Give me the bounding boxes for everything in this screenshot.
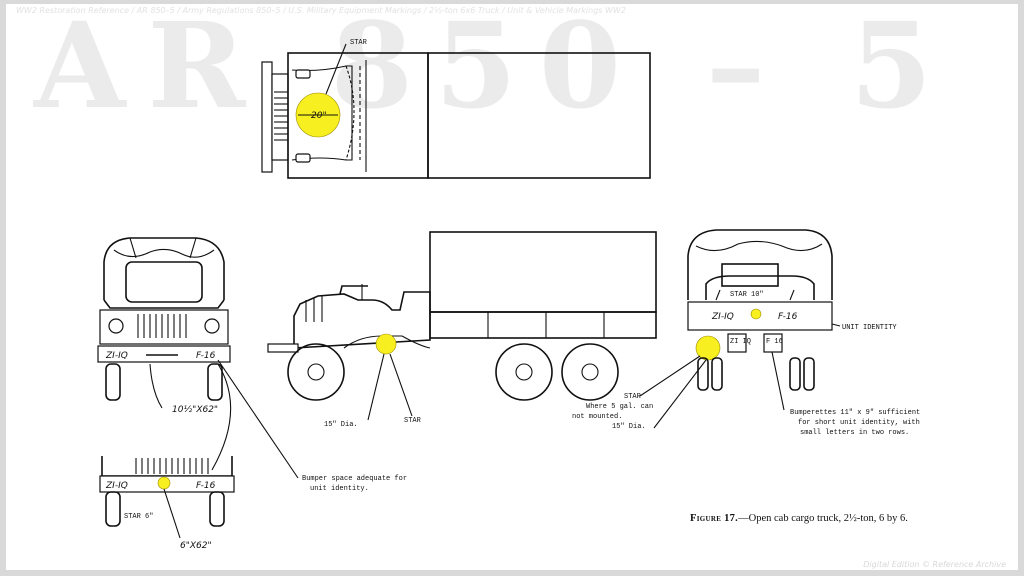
figure-caption-text: —Open cab cargo truck, 2½-ton, 6 by 6. [738, 513, 908, 524]
note-bumperettes-line1: Bumperettes 11" x 9" sufficient [790, 409, 920, 417]
front-view: ZI-IQ F-16 10½"X62" [97, 237, 231, 415]
front-view-bumper [97, 345, 231, 363]
note-rear-star-line2: Where 5 gal. can [586, 403, 653, 411]
note-rear-star: STAR Where 5 gal. can not mounted. 15" D… [572, 393, 653, 431]
side-view-star [375, 333, 397, 355]
side-view-dia: 15" Dia. [324, 421, 358, 429]
note-rear-star-line3: not mounted. [572, 413, 622, 421]
bumper-detail-dimension: 6"X62" [180, 541, 212, 551]
bumper-detail-star [157, 476, 171, 490]
note-bumperettes-line2: for short unit identity, with [798, 419, 920, 427]
front-bumper-right: F-16 [196, 351, 216, 361]
note-rear-star-line1: STAR [624, 393, 642, 401]
bumper-detail-left: ZI-IQ [105, 481, 128, 491]
footer-credit: Digital Edition © Reference Archive [863, 560, 1006, 569]
rear-view: STAR 10" ZI-IQ F-16 UNIT IDENTITY ZI IQ … [639, 229, 897, 429]
note-bumper-space-line1: Bumper space adequate for [302, 475, 407, 483]
side-view-canvas-cover [429, 231, 657, 313]
rear-tailgate-right: F-16 [778, 312, 798, 322]
top-view-cargo-bed [427, 52, 651, 179]
rear-view-tailgate-star [750, 308, 762, 320]
note-bumperettes-line3: small letters in two rows. [800, 429, 909, 437]
bumper-detail: ZI-IQ F-16 STAR 6" 6"X62" [99, 456, 235, 551]
top-view-star-size: 20" [311, 111, 327, 121]
note-bumper-space-line2: unit identity. [310, 485, 369, 493]
rear-bumperette-right [763, 333, 783, 353]
rear-bumperette-left-text: ZI IQ [730, 338, 751, 346]
rear-bumperette-left [727, 333, 747, 353]
note-bumperettes: Bumperettes 11" x 9" sufficient for shor… [790, 409, 920, 437]
side-view-star-label: STAR [404, 417, 422, 425]
rear-view-star-label: STAR 10" [730, 291, 764, 299]
bumper-detail-star-label: STAR 6" [124, 513, 153, 521]
front-view-dimension: 10½"X62" [172, 405, 218, 415]
note-rear-star-line4: 15" Dia. [612, 423, 646, 431]
rear-bumperette-right-text: F 16 [766, 338, 783, 346]
side-view: 15" Dia. STAR [267, 231, 657, 429]
front-bumper-left: ZI-IQ [105, 351, 128, 361]
top-view-bumper [261, 61, 273, 173]
figure-label: Figure 17. [690, 513, 739, 524]
bumper-detail-right: F-16 [196, 481, 216, 491]
rear-tailgate-left: ZI-IQ [711, 312, 734, 322]
rear-view-unit-identity: UNIT IDENTITY [842, 324, 897, 332]
header-caption: WW2 Restoration Reference / AR 850–5 / A… [16, 6, 626, 15]
bumper-space-leader [217, 359, 299, 479]
figure-caption: Figure 17.—Open cab cargo truck, 2½-ton,… [690, 513, 908, 524]
watermark-title: AR 850 – 5 [34, 4, 955, 135]
top-view: 20" STAR [261, 39, 651, 179]
top-view-star-label: STAR [350, 39, 368, 47]
